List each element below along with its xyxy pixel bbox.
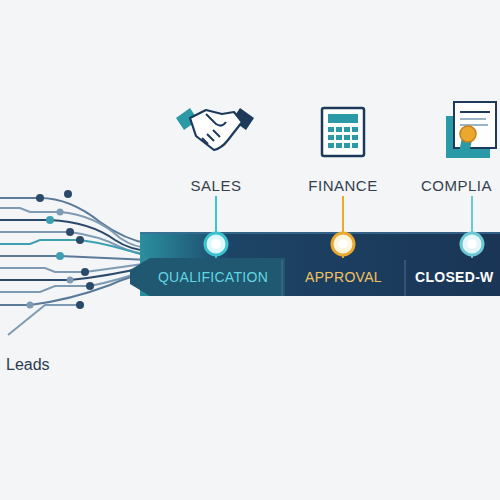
handshake-icon <box>176 108 254 150</box>
lead-dots <box>27 190 95 309</box>
lead-lines <box>0 198 150 335</box>
stage-marker-core <box>467 239 477 249</box>
stage-marker <box>205 233 227 255</box>
stage-marker-core <box>211 239 221 249</box>
role-node: FINANCE <box>300 100 386 194</box>
stage-marker <box>332 233 354 255</box>
role-label: COMPLIA <box>421 177 500 194</box>
stage-segment: QUALIFICATION <box>144 258 282 296</box>
bar-tip <box>130 258 285 296</box>
role-label: FINANCE <box>300 177 386 194</box>
stage-label: QUALIFICATION <box>158 269 268 285</box>
role-node: COMPLIA <box>421 100 500 194</box>
stage-segment: CLOSED-W <box>405 258 500 296</box>
segment-divider <box>405 260 406 296</box>
stage-marker <box>461 233 483 255</box>
segment-divider <box>282 260 283 296</box>
stage-label: CLOSED-W <box>415 269 494 285</box>
calculator-icon <box>322 108 364 156</box>
stage-label: APPROVAL <box>305 269 382 285</box>
bar-edge <box>140 232 500 234</box>
stage-marker-core <box>338 239 348 249</box>
leads-label: Leads <box>6 356 50 374</box>
role-node: SALES <box>170 100 262 194</box>
role-label: SALES <box>170 177 262 194</box>
certificate-icon <box>446 102 496 158</box>
stage-segment: APPROVAL <box>282 258 405 296</box>
